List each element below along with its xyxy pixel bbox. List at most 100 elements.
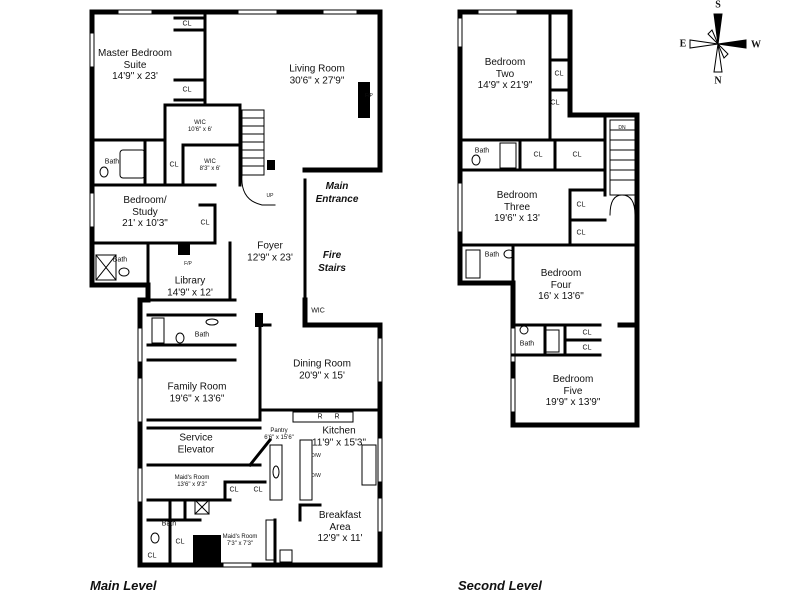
room-dimensions: 30'6" x 27'9" (289, 75, 345, 86)
room-maids-room-1: Maid's Room 13'6" x 9'3" (175, 475, 210, 489)
room-bedroom-five: Bedroom Five 19'9" x 13'9" (543, 374, 603, 409)
room-dimensions: 7'3" x 7'3" (226, 541, 254, 547)
room-name: Maid's Room (174, 475, 210, 482)
room-kitchen: Kitchen 11'9" x 15'3" (312, 426, 366, 449)
second-level-interior-walls (458, 10, 639, 357)
room-dimensions: 14'9" x 12' (167, 287, 213, 298)
room-foyer: Foyer 12'9" x 23' (247, 241, 293, 264)
closet-label: CL (554, 70, 564, 78)
room-name: Living Room (289, 63, 345, 75)
closet-label: CL (576, 201, 586, 209)
room-bedroom-two: Bedroom Two 14'9" x 21'9" (475, 57, 535, 92)
fireplace-label: F/P (365, 93, 373, 99)
room-dimensions: 10'6" x 6' (187, 127, 213, 133)
compass-north: N (714, 75, 722, 87)
room-name: Family Room (167, 381, 227, 393)
dishwasher-label: D/W (311, 453, 321, 459)
room-dimensions: 12'9" x 23' (247, 252, 293, 263)
room-dimensions: 19'6" x 13' (494, 212, 540, 224)
main-level-interior-walls (90, 10, 382, 567)
label-main-entrance: Main Entrance (315, 181, 359, 205)
room-name: Master Bedroom Suite (98, 47, 172, 71)
room-name: Bedroom Two (484, 56, 526, 80)
room-name: Foyer (257, 240, 283, 252)
room-name: Bedroom Five (552, 373, 594, 397)
room-dimensions: 20'9" x 15' (299, 370, 345, 381)
closet-label: CL (169, 161, 179, 169)
main-level-exterior-walls (89, 9, 383, 568)
room-name: Bedroom/ Study (123, 194, 167, 218)
bath-label: Bath (484, 251, 500, 259)
room-name: Maid's Room (222, 534, 258, 541)
room-dimensions: 8'3" x 6' (199, 166, 221, 172)
closet-label: CL (253, 486, 263, 494)
room-name: Bedroom Three (496, 189, 538, 213)
dishwasher-label: D/W (311, 473, 321, 479)
bath-label: Bath (474, 147, 490, 155)
label-service-elevator: Service Elevator (166, 433, 226, 456)
room-dimensions: 14'9" x 21'9" (477, 79, 533, 91)
refrigerator-label: R (334, 413, 340, 421)
bath-label: Bath (194, 331, 210, 339)
room-bedroom-study: Bedroom/ Study 21' x 10'3" (110, 195, 180, 230)
closet-label: CL (533, 151, 543, 159)
main-fixtures (95, 149, 377, 563)
wic-label: WIC (311, 307, 325, 315)
closet-label: CL (182, 20, 192, 28)
closet-label: CL (572, 151, 582, 159)
main-level-windows (90, 10, 382, 567)
fireplace-label: F/P (184, 261, 192, 267)
room-library: Library 14'9" x 12' (167, 276, 213, 299)
room-name: Dining Room (293, 358, 351, 370)
room-dimensions: 12'9" x 11' (317, 532, 363, 544)
second-fixtures (465, 142, 560, 353)
room-breakfast-area: Breakfast Area 12'9" x 11' (310, 510, 370, 545)
bath-label: Bath (161, 520, 177, 528)
room-name: Breakfast Area (318, 509, 362, 533)
room-bedroom-four: Bedroom Four 16' x 13'6" (531, 268, 591, 303)
room-bedroom-three: Bedroom Three 19'6" x 13' (487, 190, 547, 225)
room-dimensions: 14'9" x 23' (112, 70, 158, 82)
room-name: Kitchen (322, 425, 356, 437)
second-stairs (609, 119, 636, 216)
room-dimensions: 6'6" x 15'6" (264, 435, 294, 441)
main-stairs (241, 109, 276, 206)
room-name: Service Elevator (177, 432, 215, 456)
closet-label: CL (229, 486, 239, 494)
room-dimensions: 16' x 13'6" (538, 290, 584, 302)
room-name: WIC (194, 120, 206, 127)
room-dimensions: 21' x 10'3" (122, 217, 168, 229)
refrigerator-label: R (317, 413, 323, 421)
stairs-down-label: DN (618, 125, 626, 131)
closet-label: CL (550, 99, 560, 107)
room-wic-1: WIC 10'6" x 6' (188, 120, 212, 134)
stairs-up-label: UP (266, 193, 274, 199)
room-name: WIC (204, 159, 216, 166)
closet-label: CL (147, 552, 157, 560)
room-dining-room: Dining Room 20'9" x 15' (292, 359, 352, 382)
closet-label: CL (582, 344, 592, 352)
room-dimensions: 19'6" x 13'6" (169, 393, 225, 404)
closet-label: CL (582, 329, 592, 337)
bath-label: Bath (104, 158, 120, 166)
room-name: Bedroom Four (540, 267, 582, 291)
closet-label: CL (576, 229, 586, 237)
room-family-room: Family Room 19'6" x 13'6" (162, 382, 232, 405)
closet-label: CL (200, 219, 210, 227)
room-name: Library (174, 275, 206, 287)
main-level-title: Main Level (90, 578, 157, 593)
room-pantry: Pantry 6'6" x 15'6" (264, 428, 294, 442)
room-maids-room-2: Maid's Room 7'3" x 7'3" (223, 534, 258, 548)
main-solid-blocks (178, 82, 370, 563)
bath-label: Bath (112, 256, 128, 264)
compass-west: W (751, 39, 761, 51)
compass-east: E (679, 38, 687, 50)
second-level-title: Second Level (458, 578, 542, 593)
compass-south: S (715, 0, 721, 11)
label-fire-stairs: Fire Stairs (318, 250, 346, 274)
bath-label: Bath (519, 340, 535, 348)
room-living-room: Living Room 30'6" x 27'9" (287, 64, 347, 87)
room-dimensions: 11'9" x 15'3" (311, 437, 367, 448)
room-name: Pantry (270, 428, 288, 435)
